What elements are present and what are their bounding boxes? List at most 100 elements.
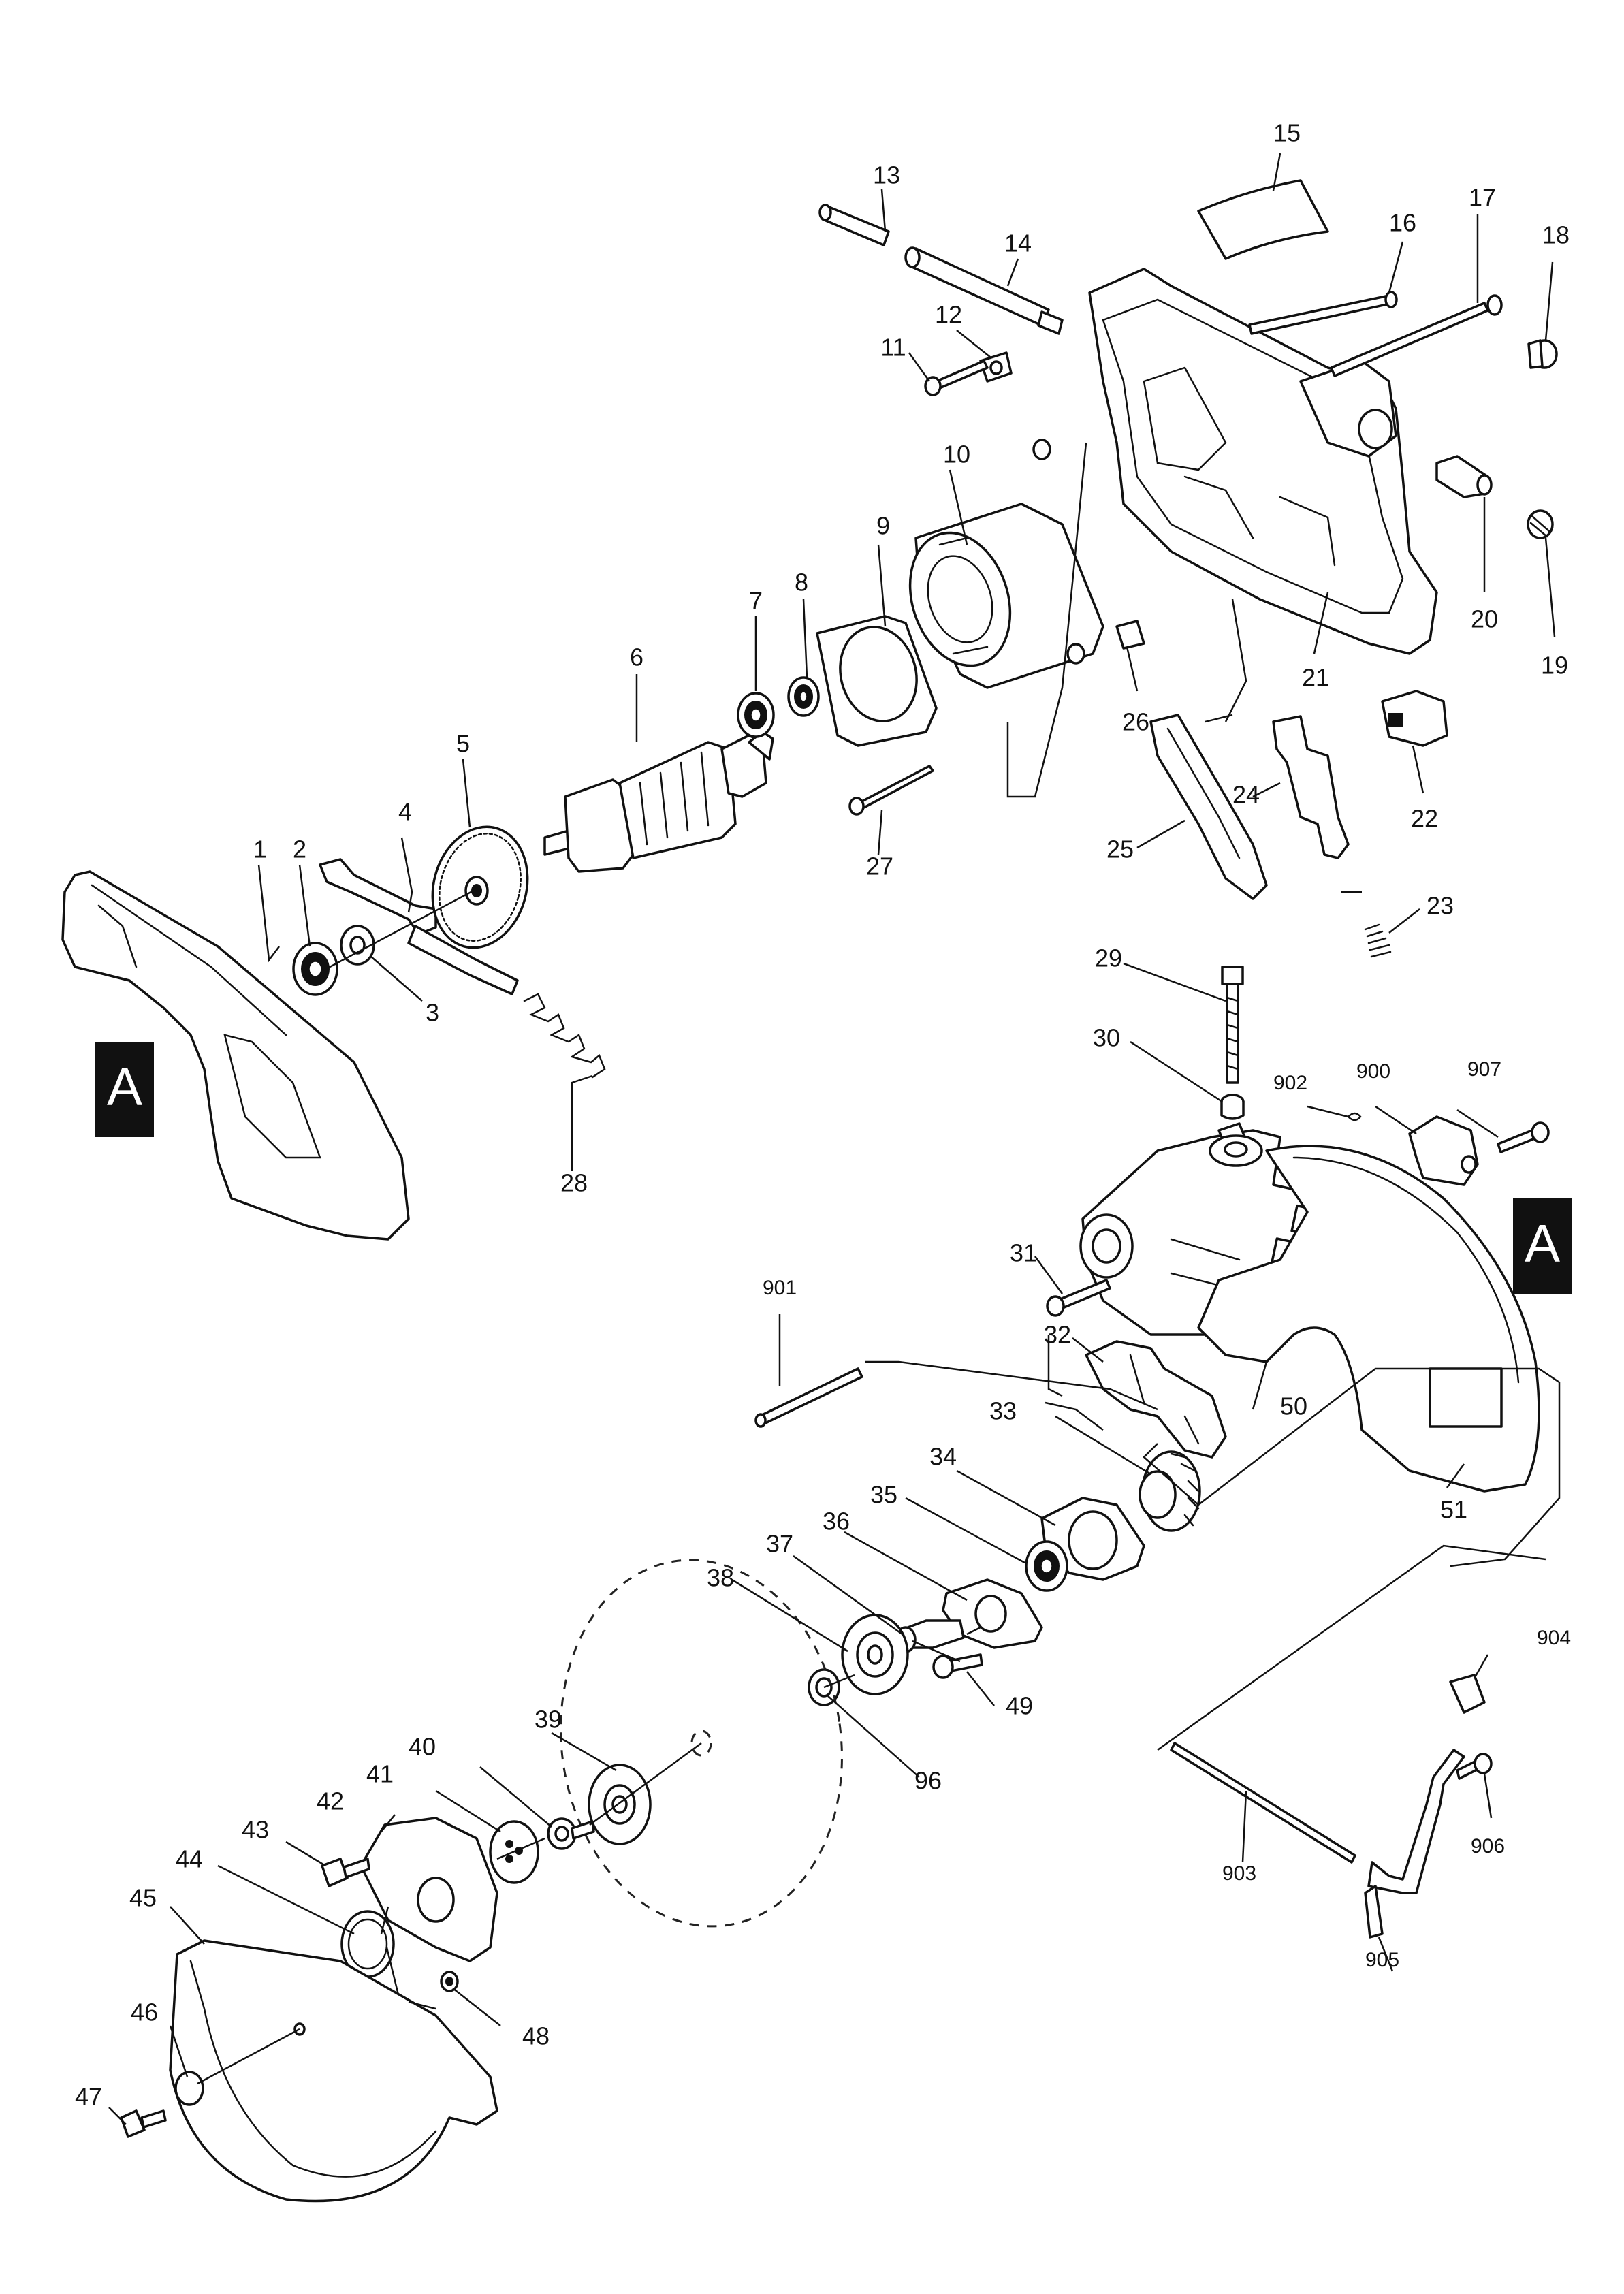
callout-96: 96 — [914, 1767, 942, 1795]
callout-44: 44 — [176, 1845, 203, 1873]
callout-13: 13 — [873, 161, 900, 189]
callout-902: 902 — [1273, 1072, 1307, 1094]
bearing-part-8 — [787, 676, 820, 717]
callout-7: 7 — [749, 587, 763, 615]
marker-left-text: A — [107, 1057, 142, 1117]
screw-part-48 — [440, 1971, 459, 1992]
shaft-part-14 — [904, 246, 1064, 335]
callout-12: 12 — [935, 301, 962, 329]
callout-48: 48 — [522, 2022, 550, 2050]
bearing-part-2 — [292, 942, 338, 996]
lower-guard-part-45 — [169, 1939, 498, 2203]
callout-904: 904 — [1537, 1627, 1571, 1649]
lever-part-24 — [1272, 715, 1350, 859]
callout-24: 24 — [1232, 781, 1260, 809]
ring-part-96 — [808, 1668, 840, 1706]
callout-21: 21 — [1302, 664, 1329, 692]
armature-part-6 — [543, 731, 774, 873]
callout-40: 40 — [409, 1733, 436, 1761]
spring-part-23 — [1364, 923, 1392, 958]
flange-part-39 — [588, 1764, 652, 1845]
callout-907: 907 — [1467, 1058, 1501, 1081]
switch-part-22 — [1381, 690, 1448, 747]
motor-housing-part-21 — [1088, 268, 1438, 655]
lever-part-4 — [319, 858, 519, 995]
callout-4: 4 — [398, 798, 412, 826]
pin-part-902 — [1347, 1112, 1362, 1121]
callout-46: 46 — [131, 1998, 158, 2026]
marker-right-text: A — [1525, 1213, 1560, 1273]
shaft-part-901 — [754, 1367, 863, 1428]
collar-part-30 — [1220, 1094, 1245, 1120]
callout-labels: 1 2 3 4 5 6 7 8 9 10 11 12 13 14 15 16 1… — [75, 119, 1571, 2111]
cover-part-42 — [360, 1817, 498, 1962]
callout-35: 35 — [870, 1481, 897, 1509]
callout-28: 28 — [560, 1169, 588, 1197]
screw-part-31 — [1046, 1279, 1111, 1317]
callout-30: 30 — [1093, 1024, 1120, 1052]
bolt-part-43 — [321, 1858, 370, 1887]
pin-part-13 — [818, 204, 890, 246]
callout-50: 50 — [1280, 1392, 1307, 1420]
flange-part-38 — [841, 1614, 909, 1695]
callout-19: 19 — [1541, 652, 1568, 680]
screw-part-17 — [1330, 294, 1503, 377]
callout-49: 49 — [1006, 1692, 1033, 1720]
plate-part-900 — [1408, 1115, 1479, 1186]
callout-16: 16 — [1389, 209, 1416, 237]
spring-part-28 — [523, 993, 606, 1079]
lever-part-905 — [1364, 1749, 1465, 1939]
clip-part-26 — [1115, 620, 1145, 650]
screw-part-906 — [1456, 1753, 1493, 1780]
bearing-part-7 — [737, 692, 775, 738]
callout-18: 18 — [1542, 221, 1570, 249]
bolt-part-47 — [120, 2109, 167, 2138]
bracket-part-32 — [1085, 1340, 1227, 1459]
plate-part-36 — [942, 1578, 1043, 1649]
screw-part-907 — [1497, 1121, 1550, 1153]
callout-25: 25 — [1106, 835, 1134, 863]
pinion-part-33 — [1139, 1450, 1201, 1532]
callout-32: 32 — [1044, 1321, 1071, 1349]
callout-905: 905 — [1365, 1949, 1399, 1971]
callout-903: 903 — [1222, 1862, 1256, 1885]
bolt-part-29 — [1221, 966, 1244, 1084]
callout-34: 34 — [929, 1443, 957, 1471]
bolt-part-40 — [547, 1817, 595, 1850]
clamp-part-12 — [979, 351, 1013, 383]
callout-42: 42 — [317, 1787, 344, 1815]
callout-906: 906 — [1471, 1835, 1505, 1858]
baffle-ring-part-9 — [816, 615, 938, 747]
callout-17: 17 — [1469, 184, 1496, 212]
callout-27: 27 — [866, 853, 893, 880]
spring-part-44 — [340, 1910, 403, 2010]
screw-part-16 — [1248, 291, 1398, 335]
screw-part-27 — [848, 765, 934, 816]
callout-26: 26 — [1122, 708, 1149, 736]
callout-15: 15 — [1273, 119, 1301, 147]
callout-2: 2 — [293, 835, 306, 863]
callout-5: 5 — [456, 730, 470, 758]
handle-part — [61, 870, 410, 1241]
washer-part-3 — [340, 925, 375, 966]
callout-900: 900 — [1356, 1060, 1390, 1083]
callout-3: 3 — [426, 999, 439, 1027]
lever-part-25 — [1149, 714, 1268, 900]
rod-part-903 — [1170, 1742, 1356, 1864]
callout-36: 36 — [823, 1508, 850, 1535]
brush-cap-part-19 — [1527, 509, 1554, 539]
callout-41: 41 — [366, 1760, 394, 1788]
callout-23: 23 — [1427, 892, 1454, 920]
label-part-15 — [1197, 179, 1329, 260]
callout-43: 43 — [242, 1816, 269, 1844]
callout-51: 51 — [1440, 1496, 1467, 1524]
callout-901: 901 — [763, 1277, 797, 1299]
section-marker-right: A — [1513, 1198, 1572, 1294]
saw-blade-outline — [560, 1559, 843, 1928]
section-marker-left: A — [95, 1042, 154, 1137]
cap-part-904 — [1449, 1674, 1486, 1714]
callout-8: 8 — [795, 569, 808, 596]
callout-39: 39 — [535, 1706, 562, 1734]
callout-31: 31 — [1010, 1239, 1037, 1267]
